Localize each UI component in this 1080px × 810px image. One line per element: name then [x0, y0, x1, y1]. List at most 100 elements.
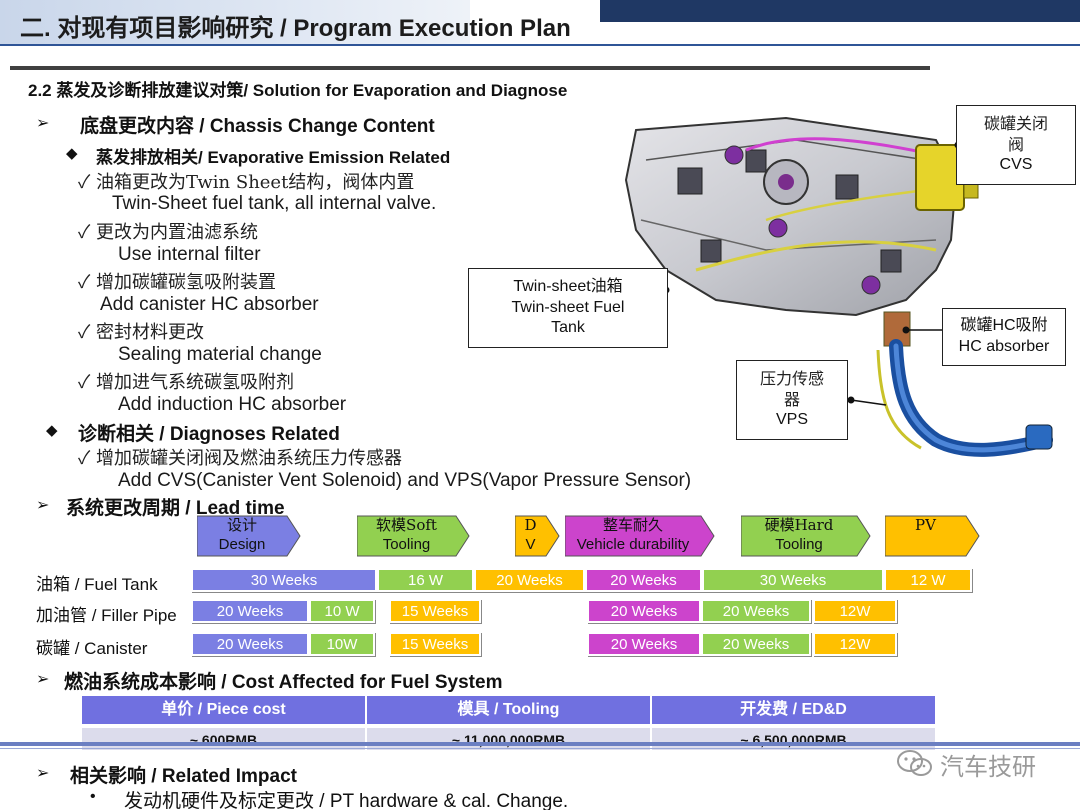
bottom-rule-thin	[0, 748, 1080, 749]
callout-hc-absorber: 碳罐HC吸附 HC absorber	[942, 308, 1066, 366]
row-label: 加油管 / Filler Pipe	[36, 606, 177, 625]
chevron-shape	[357, 515, 470, 557]
row-label: 碳罐 / Canister	[36, 639, 148, 658]
phase-label-cn: PV	[915, 516, 936, 534]
callout-cvs-line: 阀	[1007, 134, 1024, 154]
timeline-bar: 15 Weeks	[389, 599, 481, 623]
phase-label-en: Vehicle durability	[576, 536, 690, 553]
dot-bullet-icon: •	[90, 788, 96, 805]
evap-item-cn: ✓ 油箱更改为Twin Sheet结构，阀体内置	[78, 172, 415, 193]
cost-header-tooling: 模具 / Tooling	[367, 696, 650, 724]
callout-hc-line: HC absorber	[958, 338, 1050, 355]
timeline-bar: 10 W	[309, 599, 375, 623]
timeline-bar: 20 Weeks	[701, 632, 811, 656]
evap-item-en: Add induction HC absorber	[118, 394, 347, 415]
phase-label-cn: D	[524, 516, 537, 534]
evap-item-en: Use internal filter	[118, 244, 261, 265]
chassis-heading: 底盘更改内容 / Chassis Change Content	[80, 116, 435, 137]
phase-label-en: Tooling	[775, 536, 823, 553]
arrow-bullet-icon: ➢	[36, 671, 50, 688]
phase-label: PV	[885, 516, 980, 535]
chevron-shape	[197, 515, 301, 557]
arrow-bullet-icon: ➢	[36, 115, 50, 132]
watermark-text: 汽车技研	[940, 752, 1036, 781]
evap-item-cn: ✓ 增加进气系统碳氢吸附剂	[78, 372, 295, 393]
callout-cvs-line: CVS	[999, 156, 1033, 174]
timeline-bar: 15 Weeks	[389, 632, 481, 656]
callout-cvs-line: 碳罐关闭	[983, 113, 1048, 133]
callout-vps-line: 器	[783, 389, 800, 409]
timeline-bar: 20 Weeks	[191, 632, 309, 656]
callout-tank-line: Twin-sheet油箱	[513, 277, 623, 295]
cost-value-edd: ~ 6,500,000RMB	[652, 728, 935, 750]
section-rule	[10, 66, 930, 70]
evap-item-en: Add canister HC absorber	[100, 294, 319, 315]
timeline-bar: 12W	[813, 599, 897, 623]
header-dark-band	[600, 0, 1080, 22]
header-light-band	[0, 0, 470, 46]
chevron-shape	[741, 515, 871, 557]
phase-label-en: V	[525, 536, 536, 553]
watermark: 汽车技研	[896, 744, 1066, 784]
callout-vps-line: 压力传感	[759, 368, 824, 388]
callout-twin-sheet-tank: Twin-sheet油箱 Twin-sheet Fuel Tank	[468, 268, 668, 348]
phase-label-cn: 软模Soft	[376, 516, 437, 534]
timeline-bar: 20 Weeks	[474, 568, 585, 592]
evap-item-en: Sealing material change	[118, 344, 322, 365]
chevron-shape	[885, 515, 980, 557]
evap-item-cn: ✓ 更改为内置油滤系统	[78, 222, 259, 243]
row-label: 油箱 / Fuel Tank	[36, 575, 158, 594]
callout-tank-line: Twin-sheet Fuel	[511, 298, 625, 316]
callout-hc-line: 碳罐HC吸附	[960, 317, 1048, 335]
callout-tank-line: Tank	[551, 319, 585, 337]
evap-item-en: Twin-Sheet fuel tank, all internal valve…	[112, 193, 437, 214]
phase-label: 整车耐久 Vehicle durability	[565, 516, 715, 554]
arrow-bullet-icon: ➢	[36, 765, 50, 782]
wechat-icon	[897, 750, 932, 776]
callout-vps-line: VPS	[775, 411, 808, 429]
diamond-bullet-icon: ◆	[46, 422, 58, 439]
cost-value-piece: ~ 600RMB	[82, 728, 365, 750]
diag-item-en: Add CVS(Canister Vent Solenoid) and VPS(…	[118, 470, 692, 491]
page-title: 二. 对现有项目影响研究 / Program Execution Plan	[20, 15, 571, 42]
timeline-bar: 30 Weeks	[191, 568, 377, 592]
bottom-rule	[0, 742, 1080, 746]
timeline-bar: 20 Weeks	[191, 599, 309, 623]
diag-item-cn: ✓ 增加碳罐关闭阀及燃油系统压力传感器	[78, 448, 403, 469]
cost-header-piece: 单价 / Piece cost	[82, 696, 365, 724]
timeline-bar: 20 Weeks	[701, 599, 811, 623]
chevron-shape	[515, 515, 560, 557]
callout-vps: 压力传感 器 VPS	[736, 360, 848, 440]
timeline-bar: 30 Weeks	[702, 568, 884, 592]
phase-label-cn: 整车耐久	[602, 516, 663, 534]
fuel-tank-illustration	[616, 105, 1053, 457]
arrow-bullet-icon: ➢	[36, 497, 50, 514]
timeline-bar: 12 W	[884, 568, 972, 592]
leadtime-heading: 系统更改周期 / Lead time	[66, 498, 285, 519]
callout-cvs: 碳罐关闭 阀 CVS	[956, 105, 1076, 185]
impact-heading: 相关影响 / Related Impact	[70, 766, 297, 787]
phase-label-en: Tooling	[382, 536, 431, 553]
evap-item-cn: ✓ 增加碳罐碳氢吸附装置	[78, 272, 277, 293]
phase-chevron: PV	[885, 514, 980, 558]
phase-label-cn: 硬模Hard	[764, 516, 834, 534]
diag-heading: 诊断相关 / Diagnoses Related	[78, 424, 340, 445]
evap-item-cn: ✓ 密封材料更改	[78, 322, 205, 343]
impact-item: 发动机硬件及标定更改 / PT hardware & cal. Change.	[124, 791, 569, 810]
timeline-bar: 20 Weeks	[587, 632, 701, 656]
timeline-bar: 16 W	[377, 568, 474, 592]
cost-heading: 燃油系统成本影响 / Cost Affected for Fuel System	[64, 672, 503, 693]
timeline-bar: 12W	[813, 632, 897, 656]
header-band: 二. 对现有项目影响研究 / Program Execution Plan	[0, 0, 1080, 46]
chevron-shape	[565, 515, 715, 557]
timeline-bar: 10W	[309, 632, 375, 656]
section-title: 2.2 蒸发及诊断排放建议对策/ Solution for Evaporatio…	[28, 81, 568, 100]
evap-heading: 蒸发排放相关/ Evaporative Emission Related	[96, 148, 451, 167]
phase-label-en: Design	[218, 536, 266, 553]
